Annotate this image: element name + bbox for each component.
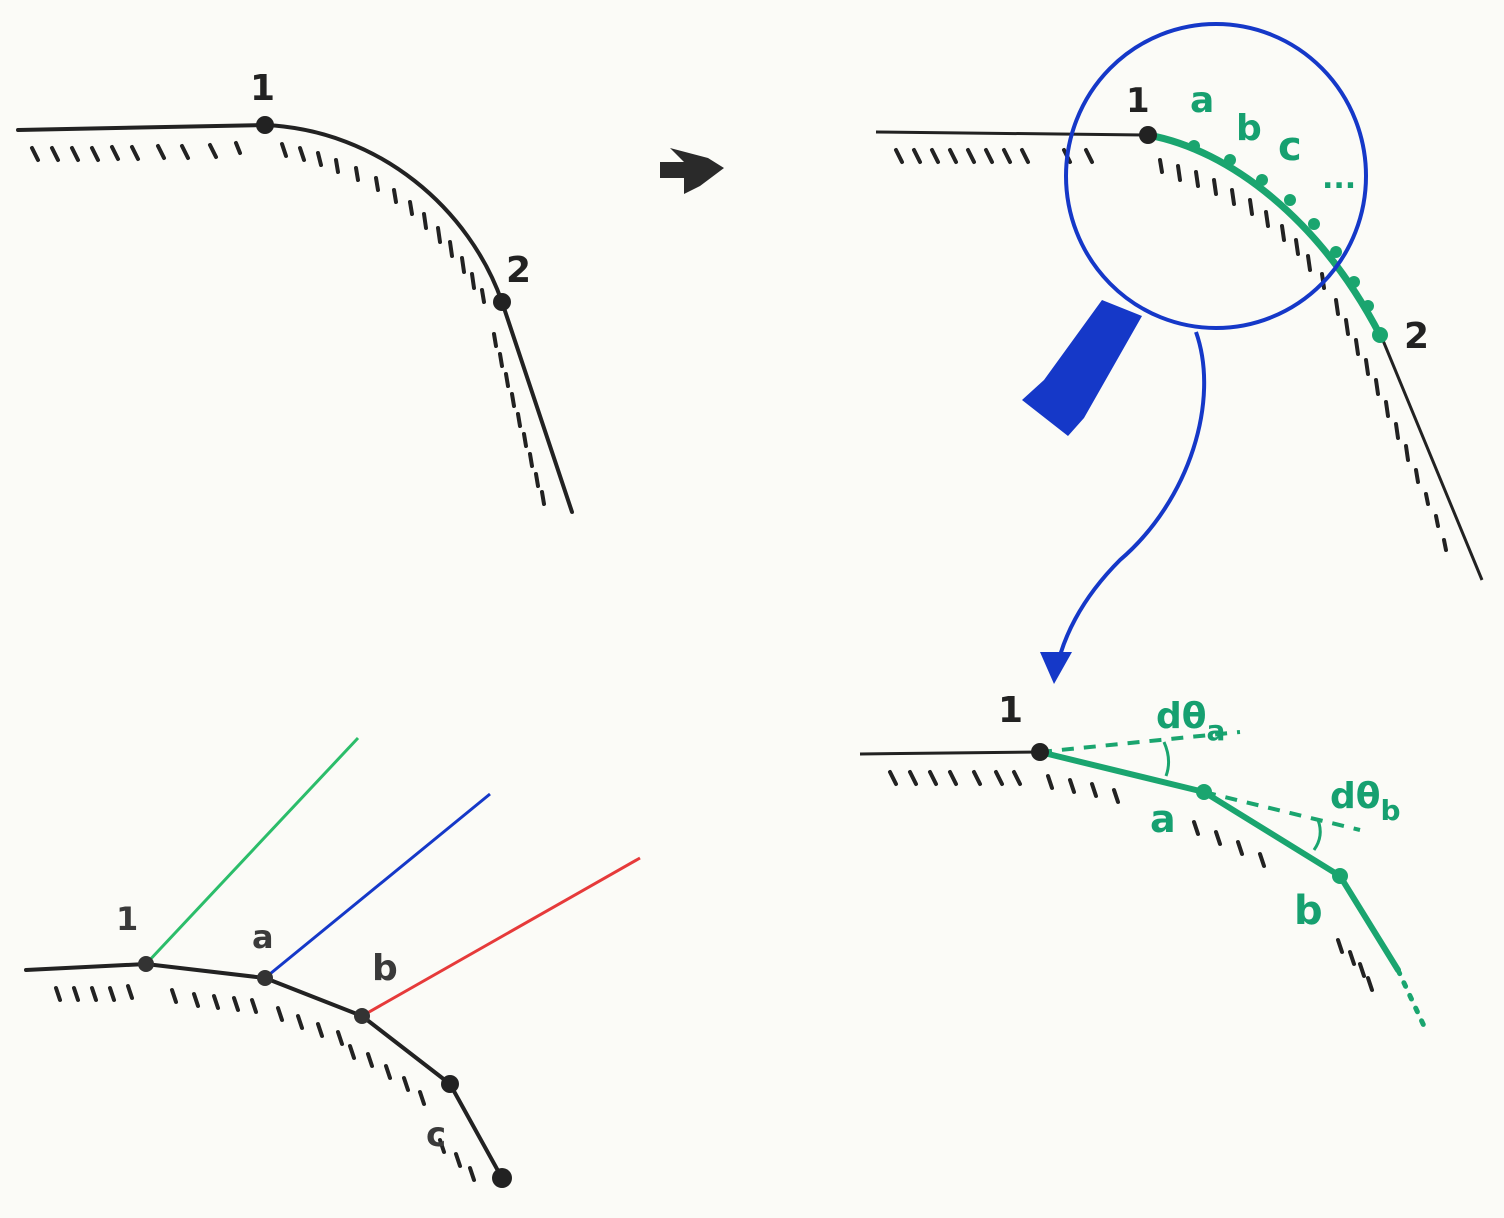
right-arrow-icon	[660, 148, 724, 194]
tangent-extension-b	[1203, 790, 1361, 832]
tangent-extension-a	[1039, 730, 1241, 754]
segmented-wall	[24, 961, 504, 1180]
point-b-label: b	[1236, 108, 1262, 149]
ellipsis-label: ...	[1322, 161, 1356, 196]
magnifier-handle	[1022, 300, 1142, 436]
angle-arc-a	[1162, 741, 1171, 777]
wall-curve	[16, 122, 574, 514]
panel-bottom-right: 1 a b dθa dθb	[859, 690, 1427, 1029]
point-c-marker	[441, 1075, 459, 1093]
point-b-marker	[354, 1008, 370, 1024]
straight-wall	[875, 130, 1147, 137]
angle-arc-b	[1312, 819, 1322, 851]
point-b-label: b	[372, 948, 398, 989]
point-a-marker	[257, 970, 273, 986]
point-1-marker	[1031, 743, 1049, 761]
point-2-label: 2	[506, 250, 531, 291]
panel-bottom-left: 1 a b c	[24, 736, 641, 1188]
point-a-label: a	[1150, 797, 1176, 841]
straight-wall-lower	[1380, 337, 1484, 581]
point-a-marker	[1196, 784, 1212, 800]
panel-top-right: 1 a b c ... 2	[875, 22, 1484, 684]
magnifier-icon	[1022, 22, 1368, 684]
zoom-arrowhead	[1040, 652, 1072, 684]
point-1-label: 1	[1126, 81, 1150, 121]
point-2-label: 2	[1404, 316, 1429, 357]
point-1-marker	[1139, 126, 1157, 144]
point-1-marker	[256, 116, 274, 134]
dtheta-b-label: dθb	[1330, 776, 1401, 827]
point-end-marker	[492, 1168, 512, 1188]
wall-hatching	[894, 148, 1448, 552]
point-1-label: 1	[998, 690, 1023, 731]
normal-line-blue	[264, 792, 491, 980]
point-b-marker	[1332, 868, 1348, 884]
point-1-label: 1	[116, 900, 138, 938]
point-1-marker	[138, 956, 154, 972]
curved-wall-segmented	[1144, 131, 1384, 339]
normal-line-green	[144, 736, 360, 966]
point-c-label: c	[426, 1115, 446, 1155]
point-1-label: 1	[250, 68, 275, 109]
point-c-label: c	[1278, 124, 1302, 170]
dtheta-a-label: dθa	[1156, 696, 1225, 747]
zoom-arrow	[1054, 331, 1207, 673]
wall-hatching	[888, 770, 1374, 992]
continuation-dashed	[1395, 967, 1427, 1029]
segment-node-markers	[1188, 140, 1388, 343]
wall-hatching	[54, 984, 476, 1182]
straight-wall	[859, 750, 1041, 756]
wall-hatching	[30, 141, 546, 506]
magnifier-lens	[1064, 22, 1368, 330]
panel-top-left: 1 2	[16, 68, 574, 514]
segmented-wall	[1037, 749, 1401, 973]
normal-line-red	[361, 856, 641, 1018]
point-2-marker	[493, 293, 511, 311]
point-b-label: b	[1294, 888, 1323, 934]
point-a-label: a	[1190, 80, 1214, 121]
point-a-label: a	[252, 918, 274, 956]
